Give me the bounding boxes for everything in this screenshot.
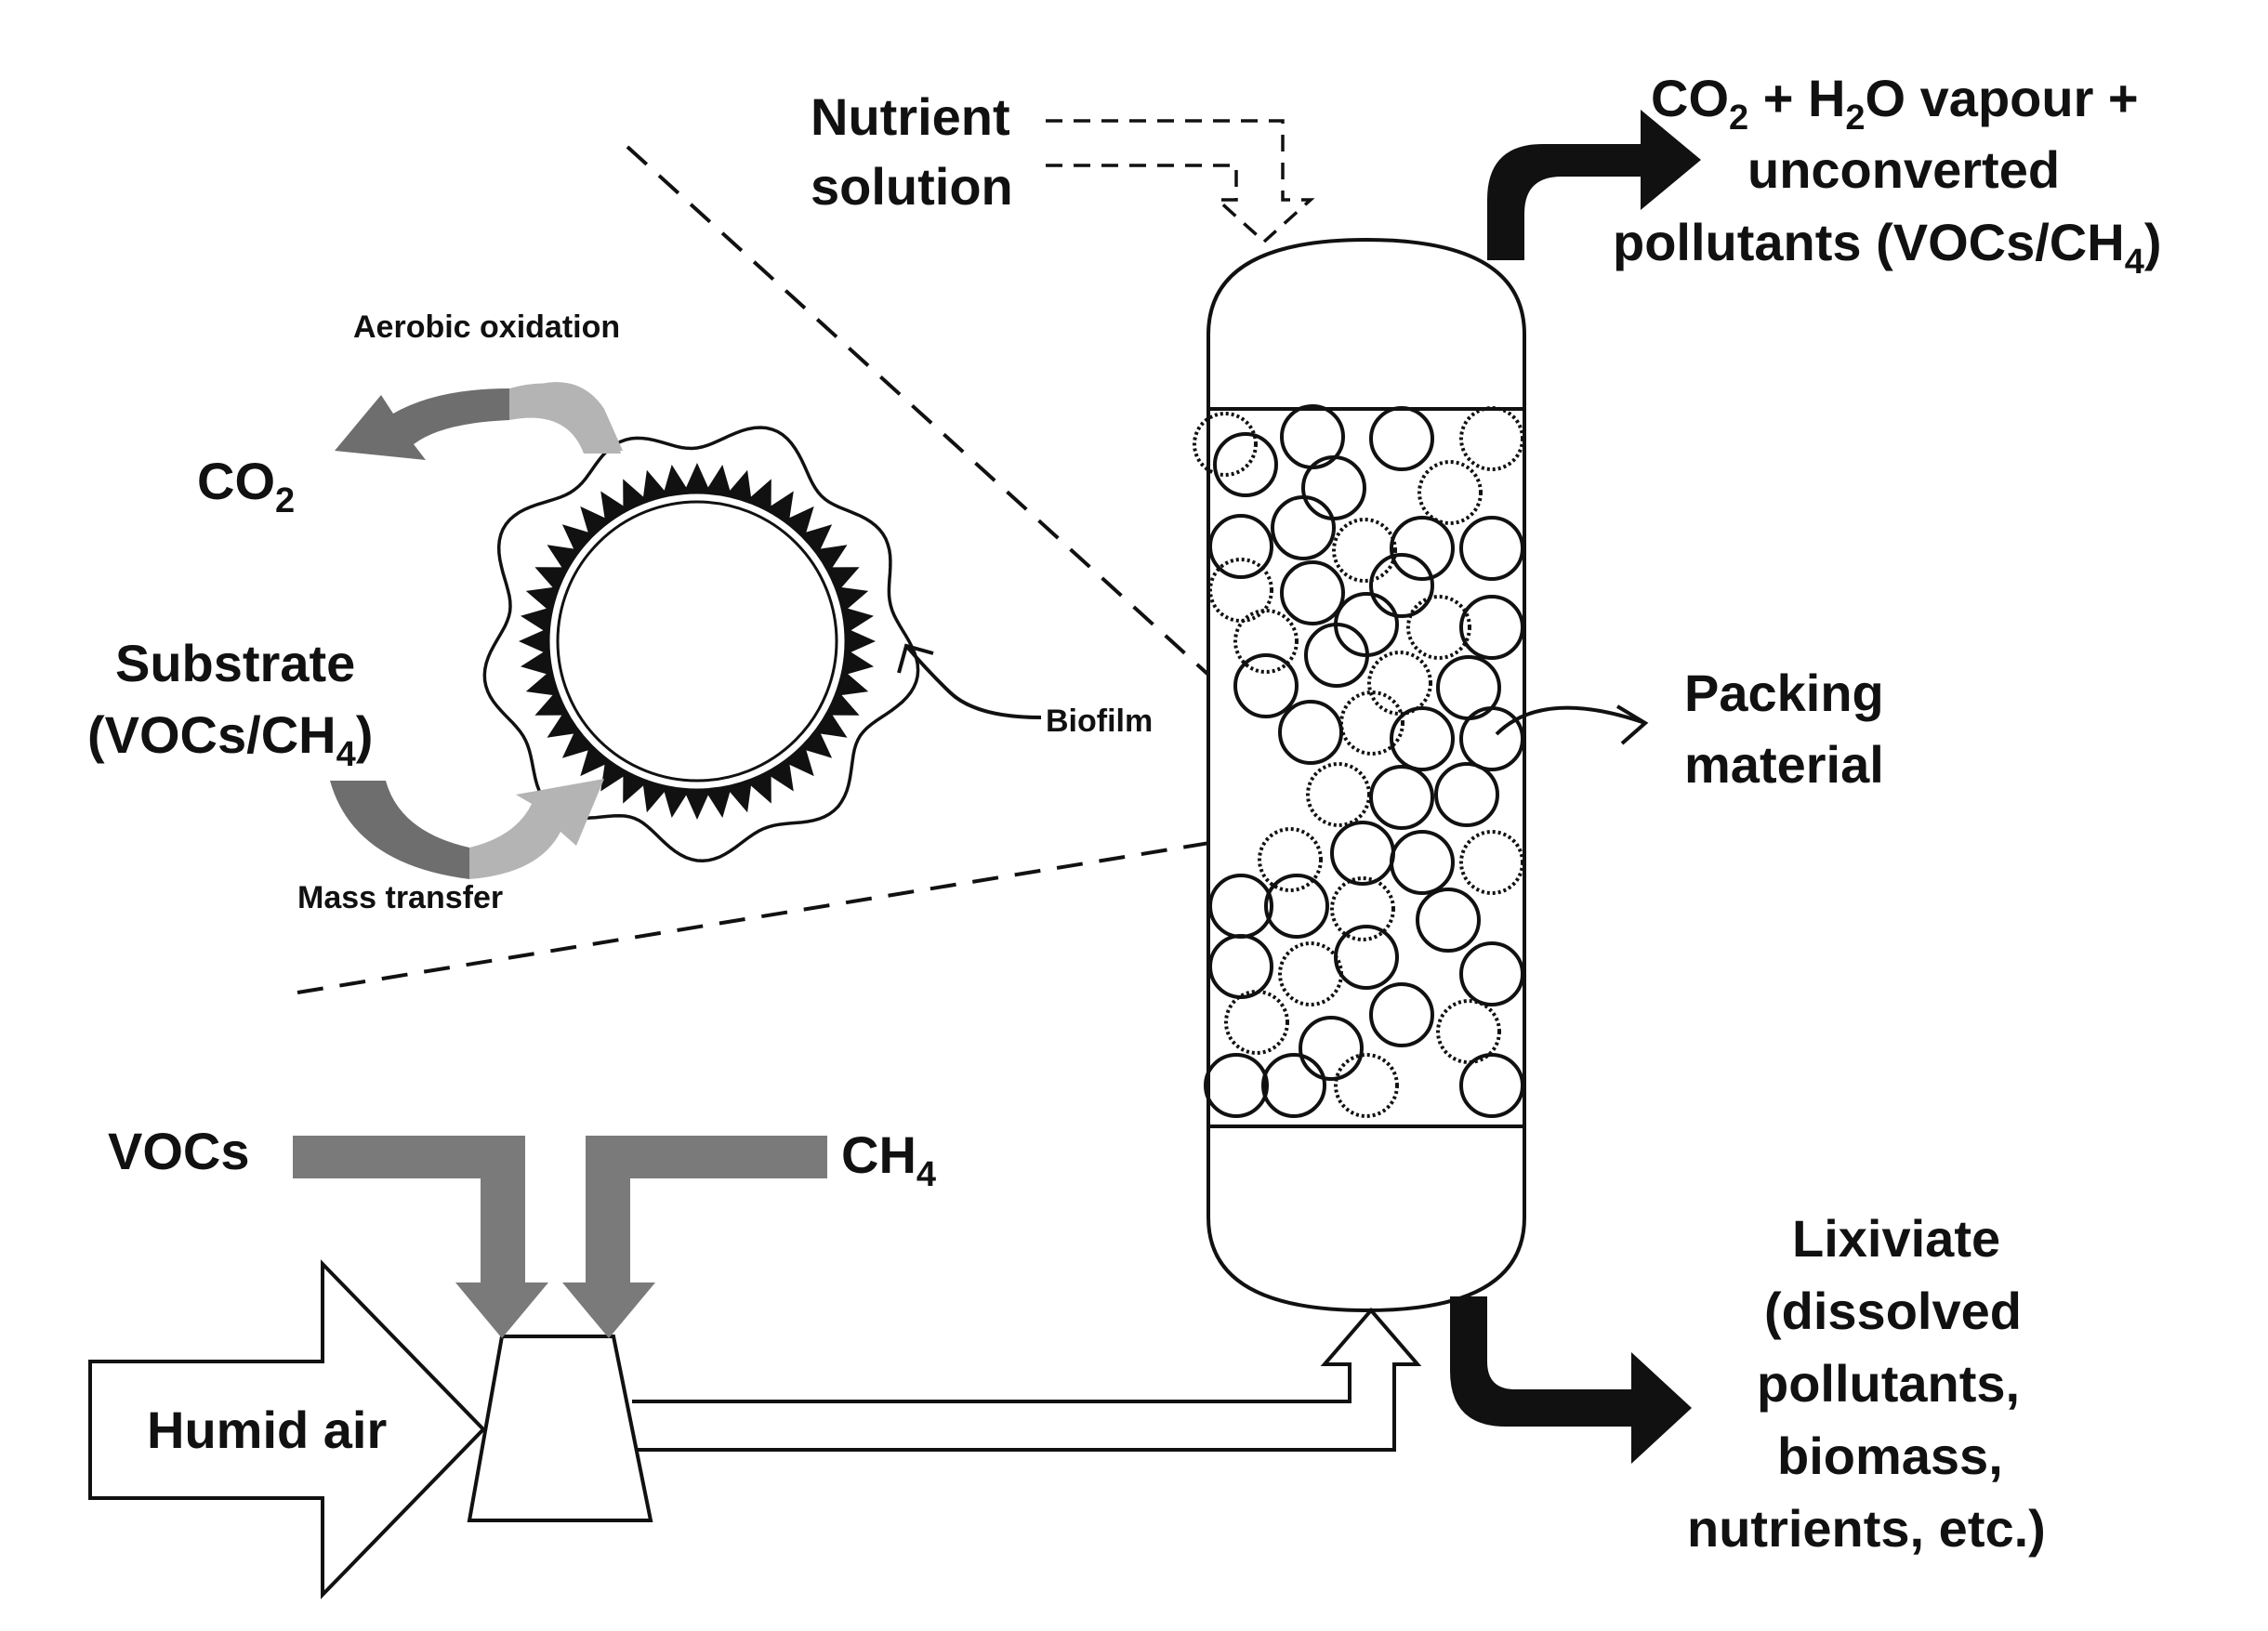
packing-sphere	[1418, 460, 1483, 525]
packing-sphere	[1436, 999, 1501, 1064]
packing-sphere	[1334, 1053, 1399, 1118]
packing-sphere	[1367, 651, 1432, 716]
packing-sphere	[1369, 553, 1434, 618]
packing-sphere	[1459, 706, 1524, 771]
vocs-label: VOCs	[108, 1122, 250, 1180]
packing-bed	[1193, 404, 1524, 1118]
packing-label-line2: material	[1684, 735, 1884, 794]
biofilm-particle	[482, 426, 920, 863]
packing-sphere	[1390, 516, 1455, 581]
packing-sphere	[1271, 495, 1336, 560]
mixing-chamber	[467, 1335, 653, 1522]
packing-sphere	[1334, 592, 1399, 657]
packing-sphere	[1416, 888, 1481, 953]
packing-pointer-head	[1615, 704, 1649, 745]
lixiviate-label-line4: biomass,	[1777, 1427, 2003, 1485]
packing-sphere	[1334, 925, 1399, 990]
packing-sphere	[1306, 762, 1371, 827]
packing-sphere	[1299, 1016, 1364, 1081]
packing-sphere	[1459, 595, 1524, 660]
packing-sphere	[1258, 827, 1323, 892]
packing-sphere	[1369, 982, 1434, 1047]
aerobic-oxidation-label: Aerobic oxidation	[353, 309, 620, 345]
support-particle-inner	[556, 500, 838, 783]
humid-air-label: Humid air	[147, 1401, 387, 1459]
packing-label-line1: Packing	[1684, 664, 1884, 722]
packing-sphere	[1390, 830, 1455, 895]
co2-left-label: CO2	[197, 452, 295, 520]
lixiviate-label-line5: nutrients, etc.)	[1687, 1499, 2046, 1558]
packing-sphere	[1264, 874, 1329, 939]
aerobic-oxidation-arrow-dark	[335, 388, 509, 460]
nutrient-feed-line	[1046, 119, 1315, 243]
lixiviate-outlet-arrow	[1450, 1296, 1692, 1464]
lixiviate-label-line2: (dissolved	[1764, 1282, 2022, 1340]
mass-transfer-label: Mass transfer	[297, 880, 503, 915]
lixiviate-label-line3: pollutants,	[1757, 1354, 2020, 1413]
zoom-line-upper	[626, 145, 1322, 778]
packing-sphere	[1459, 406, 1524, 471]
packing-sphere	[1193, 412, 1258, 477]
packing-sphere	[1204, 1053, 1269, 1118]
packing-sphere	[1224, 990, 1289, 1055]
reactor-column	[1207, 237, 1526, 1313]
packing-sphere	[1332, 518, 1397, 583]
packing-sphere	[1208, 934, 1273, 999]
packing-sphere	[1459, 1053, 1524, 1118]
ch4-inlet-arrow	[562, 1136, 827, 1338]
packing-sphere	[1280, 560, 1345, 625]
packing-sphere	[1278, 700, 1343, 765]
packing-sphere	[1339, 691, 1404, 756]
packing-sphere	[1434, 762, 1499, 827]
packing-sphere	[1390, 706, 1455, 771]
packing-pointer-arrow	[1495, 705, 1646, 736]
packing-sphere	[1459, 941, 1524, 1006]
packing-sphere	[1213, 432, 1278, 497]
mass-transfer-arrow-dark	[330, 781, 469, 879]
outlet-top-label-line3: pollutants (VOCs/CH4)	[1613, 213, 2161, 282]
packing-sphere	[1330, 876, 1395, 941]
mass-transfer-arrow-light	[469, 779, 604, 879]
substrate-label-line2: (VOCs/CH4)	[87, 705, 373, 774]
gas-outlet-arrow	[1487, 110, 1701, 260]
packing-sphere	[1459, 516, 1524, 581]
packing-sphere	[1261, 1053, 1326, 1118]
nutrient-label-line1: Nutrient	[811, 87, 1010, 146]
packing-sphere	[1369, 406, 1434, 471]
biofilm-pointer-head	[897, 643, 934, 674]
outlet-top-label-line2: unconverted	[1747, 140, 2060, 199]
packing-sphere	[1208, 558, 1273, 623]
aerobic-oxidation-arrow-light-body	[509, 383, 621, 454]
ch4-label: CH4	[841, 1125, 936, 1194]
packing-sphere	[1459, 830, 1524, 895]
packing-sphere	[1233, 609, 1299, 674]
outlet-top-label-line1: CO2 + H2O vapour +	[1651, 69, 2139, 138]
biofilm-label: Biofilm	[1046, 704, 1153, 739]
lixiviate-label-line1: Lixiviate	[1792, 1209, 2000, 1268]
packing-sphere	[1406, 595, 1471, 660]
substrate-label-line1: Substrate	[115, 634, 355, 692]
biofilm-pointer-arrow	[904, 644, 1042, 719]
packing-sphere	[1208, 514, 1273, 579]
humid-air-arrow	[88, 1259, 486, 1599]
packing-sphere	[1369, 765, 1434, 830]
vocs-inlet-arrow	[293, 1136, 548, 1338]
packing-sphere	[1233, 653, 1299, 718]
air-inlet-pipe	[632, 1307, 1422, 1452]
nutrient-label-line2: solution	[811, 157, 1013, 216]
